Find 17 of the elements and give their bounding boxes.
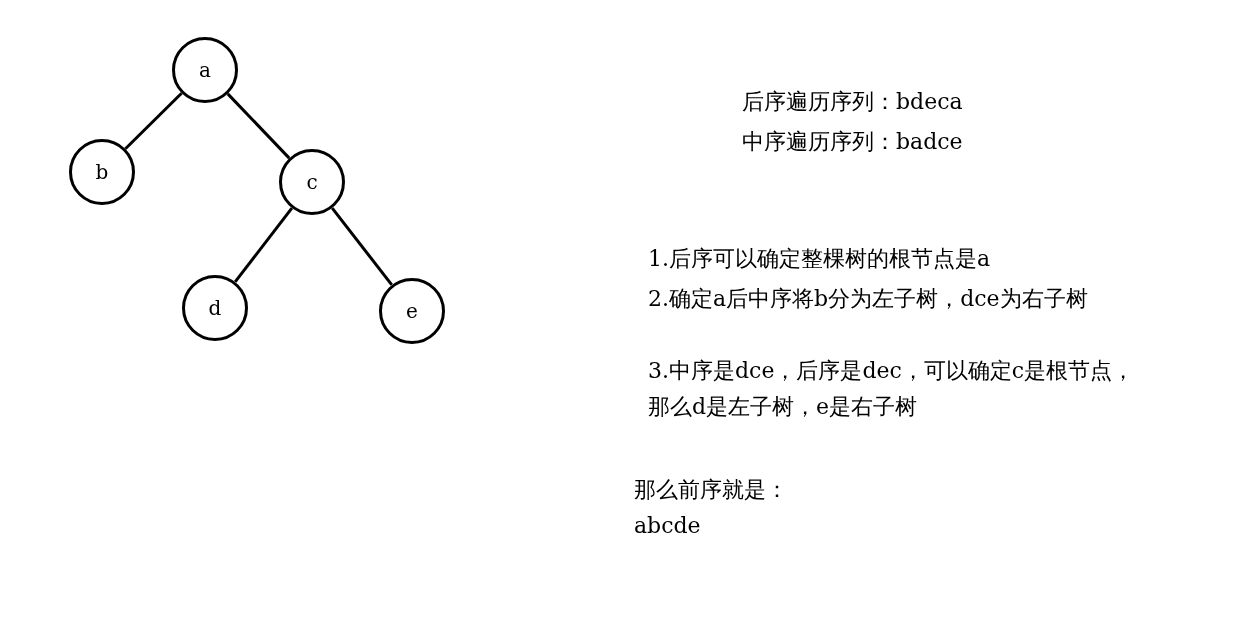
connector-line [124,92,183,150]
note-text: 中序遍历序列：badce [742,128,964,156]
connector-line [233,207,294,283]
node-label: e [406,299,418,323]
connector-line [226,92,291,160]
node-label: d [208,296,222,320]
note-text: 2.确定a后中序将b分为左子树，dce为右子树 [648,285,1089,313]
tree-node-circle [172,37,238,103]
connector-line [331,207,393,286]
note-text: 那么前序就是：abcde [634,476,789,540]
node-label: b [95,160,109,184]
node-label: c [306,170,318,194]
note-text: 后序遍历序列：bdeca [742,88,964,116]
note-text: 1.后序可以确定整棵树的根节点是a [648,245,992,273]
node-label: a [199,58,211,82]
tree-node-circle [279,149,345,215]
note-text: 3.中序是dce，后序是dec，可以确定c是根节点，那么d是左子树，e是右子树 [648,357,1136,421]
